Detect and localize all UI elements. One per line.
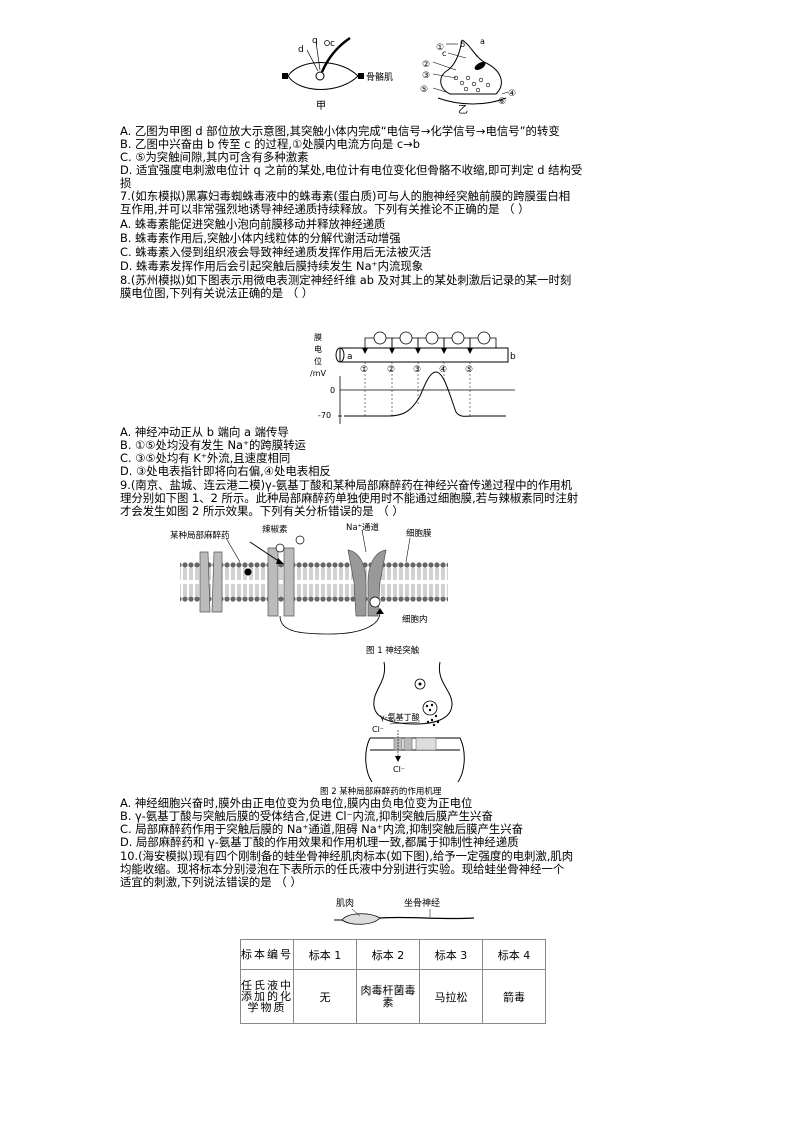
label-c: c (330, 39, 335, 49)
table-cell-4: 箭毒 (482, 969, 546, 1024)
label-n3: ③ (422, 71, 430, 81)
q9-stem-2: 理分别如下图 1、2 所示。此种局部麻醉药单独使用时不能通过细胞膜,若与辣椒素同… (120, 491, 579, 505)
tick-minus70: -70 (318, 411, 331, 420)
q8-option-b: B. ①⑤处均没有发生 Na⁺的跨膜转运 (120, 438, 306, 452)
q6-option-d: D. 适宜强度电刺激电位计 q 之前的某处,电位计有电位变化但骨骼不收缩,即可判… (120, 163, 583, 177)
table-cell-3: 马拉松 (419, 969, 483, 1024)
q7-option-a: A. 蛛毒素能促进突触小泡向前膜移动并释放神经递质 (120, 217, 386, 231)
ylabel-2: 电 (314, 344, 322, 354)
q6-option-c: C. ⑤为突触间隙,其内可含有多种激素 (120, 150, 309, 164)
table-header-1: 标本 1 (293, 939, 357, 970)
table-header-specimen: 标本编号 (240, 939, 294, 970)
site-2: ② (387, 365, 395, 375)
muscle-label: 骨骼肌 (366, 71, 393, 83)
fig1-inside-label: 细胞内 (402, 614, 428, 625)
yi-label: 乙 (458, 104, 468, 116)
q10-stem-1: 10.(海安模拟)现有四个刚制备的蛙坐骨神经肌肉标本(如下图),给予一定强度的电… (120, 849, 574, 863)
fig2-cl-bottom: Cl⁻ (393, 765, 405, 774)
table-row-label: 任氏液中添加的化学物质 (240, 969, 294, 1024)
figure-2-mechanism: γ-氨基丁酸 Cl⁻ Cl⁻ (365, 661, 465, 782)
ylabel-unit: /mV (310, 369, 326, 378)
table-cell-2: 肉毒杆菌毒素 (356, 969, 420, 1024)
fig1-capsaicin-label: 辣椒素 (262, 524, 288, 535)
label-n4: ④ (508, 89, 516, 99)
site-5: ⑤ (465, 365, 473, 375)
ylabel-1: 膜 (314, 332, 322, 342)
label-q: q (312, 36, 318, 46)
tick-0: 0 (330, 386, 335, 395)
label-a: a (480, 37, 485, 46)
q6-option-b: B. 乙图中兴奋由 b 传至 c 的过程,①处膜内电流方向是 c→b (120, 137, 420, 151)
q10-stem-2: 均能收缩。现将标本分别浸泡在下表所示的任氏液中分别进行实验。现给蛙坐骨神经一个 (120, 862, 565, 876)
label-n5: ⑤ (420, 85, 428, 95)
fig1-na-channel-label: Na⁺通道 (346, 522, 380, 533)
fig1-anesthetic-label: 某种局部麻醉药 (170, 530, 230, 541)
fiber-b: b (510, 352, 516, 362)
q8-stem-2: 膜电位图,下列有关说法正确的是 （ ） (120, 286, 314, 300)
q7-option-b: B. 蛛毒素作用后,突触小体内线粒体的分解代谢活动增强 (120, 231, 401, 245)
q10-stem-3: 适宜的刺激,下列说法错误的是 （ ） (120, 875, 302, 889)
q9-option-d: D. 局部麻醉药和 γ-氨基丁酸的作用效果和作用机理一致,都属于抑制性神经递质 (120, 835, 519, 849)
q7-option-d: D. 蛛毒素发挥作用后会引起突触后膜持续发生 Na⁺内流现象 (120, 259, 424, 273)
table-header-2: 标本 2 (356, 939, 420, 970)
label-n6: ⑥ (498, 97, 506, 107)
fig2-cl-top: Cl⁻ (372, 725, 384, 734)
specimen-table: 标本编号 标本 1 标本 2 标本 3 标本 4 任氏液中添加的化学物质 无 肉… (240, 939, 546, 1024)
q9-option-c: C. 局部麻醉药作用于突触后膜的 Na⁺通道,阻碍 Na⁺内流,抑制突触后膜产生… (120, 822, 524, 836)
figure-jia: d q c 骨骼肌 甲 (282, 36, 393, 112)
site-3: ③ (413, 365, 421, 375)
fig1-membrane-label: 细胞膜 (406, 528, 432, 539)
site-1: ① (360, 365, 368, 375)
label-d: d (298, 45, 304, 55)
site-4: ④ (439, 365, 447, 375)
fig2-gaba-label: γ-氨基丁酸 (380, 712, 420, 722)
q9-stem-1: 9.(南京、盐城、连云港二模)γ-氨基丁酸和某种局部麻醉药在神经兴奋传递过程中的… (120, 478, 573, 492)
q8-option-a: A. 神经冲动正从 b 端向 a 端传导 (120, 425, 289, 439)
label-n1: ① (436, 43, 444, 53)
q6-option-a: A. 乙图为甲图 d 部位放大示意图,其突触小体内完成“电信号→化学信号→电信号… (120, 124, 560, 138)
table-header-4: 标本 4 (482, 939, 546, 970)
jia-label: 甲 (316, 101, 326, 112)
figure-frog-nerve-muscle: 肌肉 坐骨神经 (334, 897, 475, 925)
q8-stem-1: 8.(苏州模拟)如下图表示用微电表测定神经纤维 ab 及对其上的某处刺激后记录的… (120, 273, 572, 287)
figure-yi: b a c ① ② ③ ⑤ ④ ⑥ 乙 (420, 37, 516, 116)
figure-jia-yi: d q c 骨骼肌 甲 b a c ① ② ③ ⑤ ④ ⑥ 乙 (282, 36, 516, 116)
fig1-caption: 图 1 神经突触 (366, 646, 420, 656)
q9-option-b: B. γ-氨基丁酸与突触后膜的受体结合,促进 Cl⁻内流,抑制突触后膜产生兴奋 (120, 809, 493, 823)
q7-option-c: C. 蛛毒素入侵到组织液会导致神经递质发挥作用后无法被灭活 (120, 245, 432, 259)
table-cell-1: 无 (293, 969, 357, 1024)
q8-option-d: D. ③处电表指针即将向右偏,④处电表相反 (120, 464, 331, 478)
q7-stem-2: 互作用,并可以非常强烈地诱导神经递质持续释放。下列有关推论不正确的是 （ ） (120, 202, 530, 216)
q6-option-d-cont: 损 (120, 176, 132, 190)
frog-muscle-label: 肌肉 (336, 897, 354, 909)
table-header-3: 标本 3 (419, 939, 483, 970)
figure-1-synapse: 某种局部麻醉药 辣椒素 Na⁺通道 细胞膜 细胞内 (170, 522, 448, 635)
q9-stem-3: 才会发生如图 2 所示效果。下列有关分析错误的是 （ ） (120, 504, 404, 518)
frog-nerve-label: 坐骨神经 (404, 897, 440, 909)
label-b: b (460, 40, 465, 49)
q7-stem-1: 7.(如东模拟)黑寡妇毒蜘蛛毒液中的蛛毒素(蛋白质)可与人的胞神经突触前膜的跨膜… (120, 189, 571, 203)
table-row: 任氏液中添加的化学物质 无 肉毒杆菌毒素 马拉松 箭毒 (240, 969, 546, 1024)
label-c2: c (442, 49, 446, 58)
q8-option-c: C. ③⑤处均有 K⁺外流,且速度相同 (120, 451, 291, 465)
table-row: 标本编号 标本 1 标本 2 标本 3 标本 4 (240, 939, 546, 970)
figure-q8-membrane-potential: 膜 电 位 /mV a b ① ② ③ ④ ⑤ 0 -70 (310, 331, 516, 424)
fiber-a: a (347, 352, 353, 362)
q9-option-a: A. 神经细胞兴奋时,膜外由正电位变为负电位,膜内由负电位变为正电位 (120, 796, 473, 810)
ylabel-3: 位 (314, 356, 322, 366)
label-n2: ② (422, 60, 430, 70)
fig2-caption: 图 2 某种局部麻醉药的作用机理 (320, 787, 442, 797)
